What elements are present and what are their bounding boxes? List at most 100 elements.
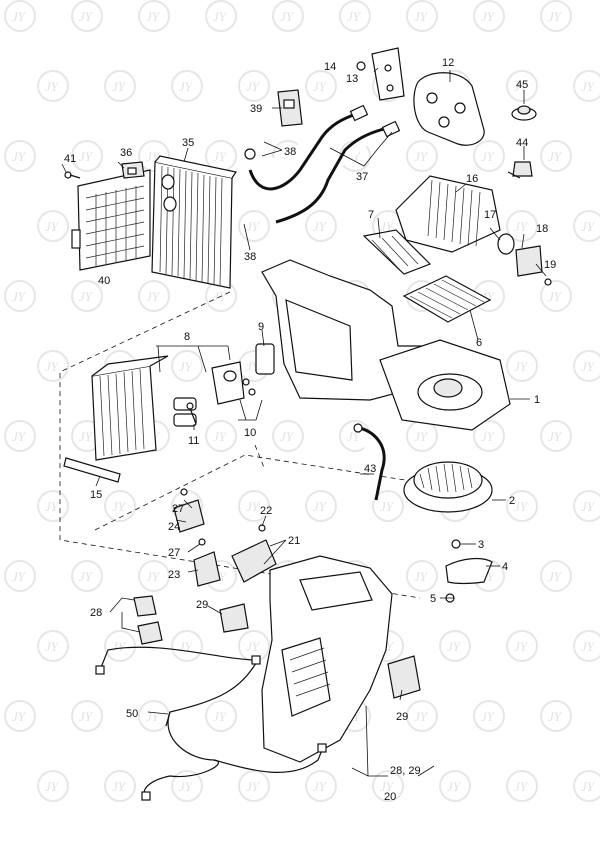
part-41-screw <box>64 171 81 179</box>
watermark-logo: JY <box>238 770 270 802</box>
part-37-refrigerant-pipes <box>244 104 401 224</box>
svg-text:JY: JY <box>112 79 127 94</box>
svg-text:JY: JY <box>481 709 496 724</box>
svg-text:JY: JY <box>414 569 429 584</box>
part-16-filter-housing <box>395 175 501 253</box>
part-4-cover <box>445 557 493 585</box>
watermark-logo: JY <box>104 630 136 662</box>
svg-text:JY: JY <box>548 9 563 24</box>
svg-text:JY: JY <box>112 639 127 654</box>
svg-text:JY: JY <box>481 429 496 444</box>
svg-text:JY: JY <box>514 499 529 514</box>
watermark-logo: JY <box>104 70 136 102</box>
watermark-logo: JY <box>238 70 270 102</box>
watermark-logo: JY <box>104 770 136 802</box>
callout-27a: 27 <box>172 503 184 515</box>
part-18-actuator <box>515 245 543 277</box>
callout-15: 15 <box>90 489 102 501</box>
watermark-logo: JY <box>439 630 471 662</box>
watermark-logo: JY <box>573 70 600 102</box>
part-3-screw <box>451 539 461 549</box>
svg-text:JY: JY <box>581 219 596 234</box>
watermark-logo: JY <box>573 350 600 382</box>
part-11-screw <box>186 402 197 425</box>
svg-text:JY: JY <box>45 359 60 374</box>
watermark-logo: JY <box>473 420 505 452</box>
svg-text:JY: JY <box>581 359 596 374</box>
part-15-bracket <box>63 457 121 483</box>
svg-text:JY: JY <box>548 569 563 584</box>
callout-9: 9 <box>258 321 264 333</box>
svg-text:JY: JY <box>481 149 496 164</box>
watermark-logo: JY <box>406 0 438 32</box>
svg-text:JY: JY <box>347 429 362 444</box>
svg-text:JY: JY <box>79 289 94 304</box>
watermark-logo: JY <box>305 490 337 522</box>
watermark-logo: JY <box>473 0 505 32</box>
callout-36: 36 <box>120 147 132 159</box>
callout-38a: 38 <box>284 146 296 158</box>
watermark-logo: JY <box>37 630 69 662</box>
part-14-screw <box>356 61 366 71</box>
svg-text:JY: JY <box>179 779 194 794</box>
watermark-logo: JY <box>138 700 170 732</box>
part-21-actuator <box>231 539 277 583</box>
svg-text:JY: JY <box>380 499 395 514</box>
svg-text:JY: JY <box>514 219 529 234</box>
watermark-logo: JY <box>4 420 36 452</box>
svg-text:JY: JY <box>79 429 94 444</box>
watermark-logo: JY <box>238 210 270 242</box>
watermark-logo: JY <box>171 630 203 662</box>
svg-text:JY: JY <box>146 709 161 724</box>
part-17-cap <box>497 233 515 255</box>
watermark-logo: JY <box>540 700 572 732</box>
watermark-logo: JY <box>171 70 203 102</box>
watermark-logo: JY <box>71 700 103 732</box>
svg-text:JY: JY <box>414 429 429 444</box>
watermark-logo: JY <box>4 140 36 172</box>
watermark-logo: JY <box>540 0 572 32</box>
watermark-logo: JY <box>171 350 203 382</box>
svg-text:JY: JY <box>213 9 228 24</box>
callout-16: 16 <box>466 173 478 185</box>
svg-text:JY: JY <box>414 9 429 24</box>
hvac-main-housing <box>261 259 511 431</box>
svg-text:JY: JY <box>380 779 395 794</box>
svg-text:JY: JY <box>45 219 60 234</box>
svg-text:JY: JY <box>45 79 60 94</box>
watermark-logo: JY <box>272 420 304 452</box>
callout-5: 5 <box>430 593 436 605</box>
callout-50: 50 <box>126 708 138 720</box>
watermark-logo: JY <box>238 490 270 522</box>
watermark-logo: JY <box>37 210 69 242</box>
callout-8: 8 <box>184 331 190 343</box>
svg-text:JY: JY <box>447 639 462 654</box>
watermark-logo: JY <box>305 210 337 242</box>
svg-text:JY: JY <box>146 569 161 584</box>
watermark-logo: JY <box>104 490 136 522</box>
watermark-logo: JY <box>272 0 304 32</box>
svg-text:JY: JY <box>112 499 127 514</box>
svg-text:JY: JY <box>146 289 161 304</box>
callout-38b: 38 <box>244 251 256 263</box>
callout-28: 28 <box>90 607 102 619</box>
callout-2: 2 <box>509 495 515 507</box>
watermark-logo: JY <box>540 280 572 312</box>
watermark-logo: JY <box>406 700 438 732</box>
svg-text:JY: JY <box>12 9 27 24</box>
part-45-grommet <box>511 105 537 121</box>
callout-22: 22 <box>260 505 272 517</box>
callout-11: 11 <box>188 435 199 447</box>
callout-39: 39 <box>250 103 262 115</box>
watermark-logo: JY <box>138 560 170 592</box>
svg-text:JY: JY <box>548 149 563 164</box>
svg-text:JY: JY <box>514 779 529 794</box>
callout-43: 43 <box>364 463 376 475</box>
svg-text:JY: JY <box>179 79 194 94</box>
svg-text:JY: JY <box>79 709 94 724</box>
watermark-logo: JY <box>372 490 404 522</box>
watermark-logo: JY <box>305 70 337 102</box>
part-23-actuator <box>193 551 221 587</box>
svg-text:JY: JY <box>414 149 429 164</box>
watermark-logo: JY <box>4 560 36 592</box>
